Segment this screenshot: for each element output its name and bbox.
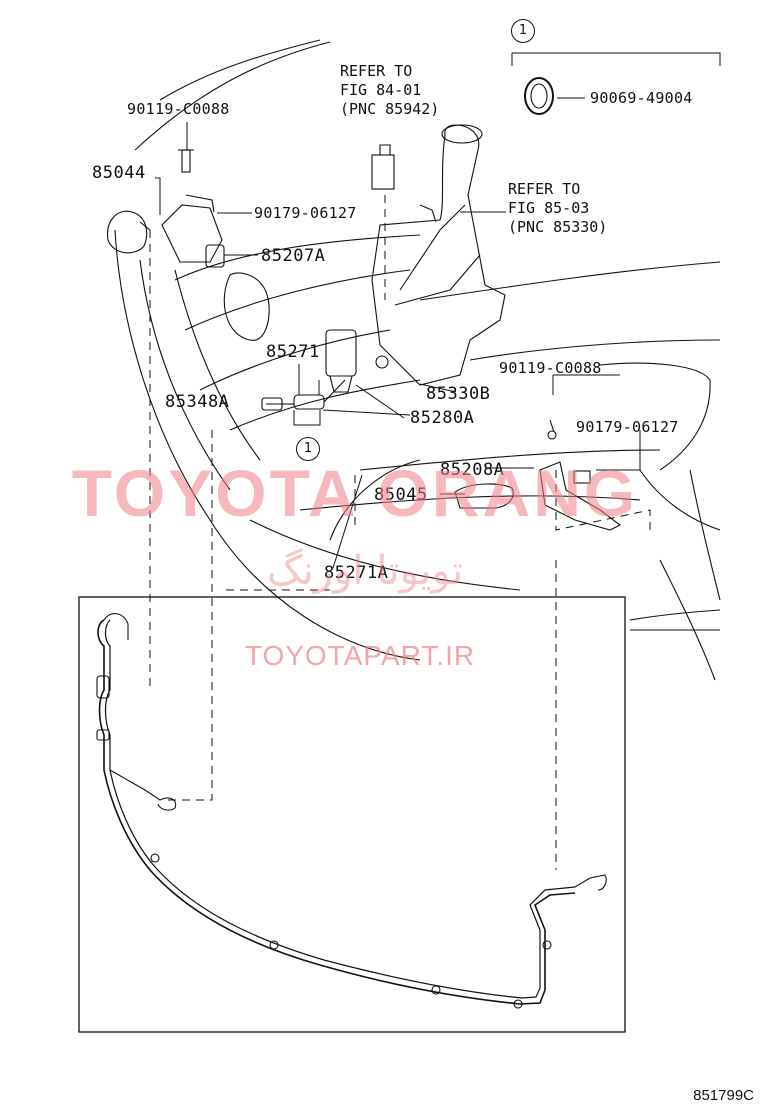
reference-connector bbox=[371, 144, 395, 190]
tank-cap-ring bbox=[524, 77, 554, 115]
callout-85280a: 85280A bbox=[410, 408, 475, 428]
callout-90069-49004: 90069-49004 bbox=[590, 89, 693, 107]
hose-joint bbox=[261, 379, 346, 411]
callout-90179-06127-right: 90179-06127 bbox=[576, 418, 679, 436]
callout-90119-c0088-right: 90119-C0088 bbox=[499, 359, 602, 377]
vehicle-body-outline bbox=[114, 39, 721, 681]
callout-85330b: 85330B bbox=[426, 384, 491, 404]
group-marker-joint: 1 bbox=[296, 437, 320, 461]
group-marker-top: 1 bbox=[511, 19, 535, 43]
reference-line: FIG 85-03 bbox=[508, 199, 590, 217]
washer-nozzle-left bbox=[107, 149, 225, 268]
callout-85045: 85045 bbox=[374, 485, 428, 505]
hose-routing-inset bbox=[78, 596, 626, 1033]
reference-line: (PNC 85942) bbox=[340, 100, 440, 118]
washer-pump bbox=[325, 329, 389, 393]
reference-line: FIG 84-01 bbox=[340, 81, 422, 99]
washer-hose bbox=[96, 613, 607, 1009]
reference-line: REFER TO bbox=[508, 180, 581, 198]
callout-85044: 85044 bbox=[92, 163, 146, 183]
watermark-site: TOYOTAPART.IR bbox=[244, 640, 476, 671]
leader-lines bbox=[155, 52, 721, 569]
callout-85271a: 85271A bbox=[324, 563, 389, 583]
reference-line: REFER TO bbox=[340, 62, 413, 80]
dashed-guides bbox=[149, 195, 651, 870]
callout-90119-c0088-top: 90119-C0088 bbox=[127, 100, 230, 118]
reference-line: (PNC 85330) bbox=[508, 218, 608, 236]
reference-note-fig-84-01: REFER TO FIG 84-01 (PNC 85942) bbox=[340, 62, 439, 119]
callout-90179-06127-top: 90179-06127 bbox=[254, 204, 357, 222]
washer-nozzle-right bbox=[454, 419, 622, 531]
reference-note-fig-85-03: REFER TO FIG 85-03 (PNC 85330) bbox=[508, 180, 607, 237]
figure-code: 851799C bbox=[693, 1087, 754, 1104]
callout-85207a: 85207A bbox=[261, 246, 326, 266]
watermark-persian: تویوتا اورنگ bbox=[266, 548, 464, 594]
callout-85208a: 85208A bbox=[440, 460, 505, 480]
washer-tank bbox=[371, 124, 506, 386]
callout-85271: 85271 bbox=[266, 342, 320, 362]
watermark-brand: TOYOTA ORANG bbox=[71, 456, 639, 530]
callout-85348a: 85348A bbox=[165, 392, 230, 412]
